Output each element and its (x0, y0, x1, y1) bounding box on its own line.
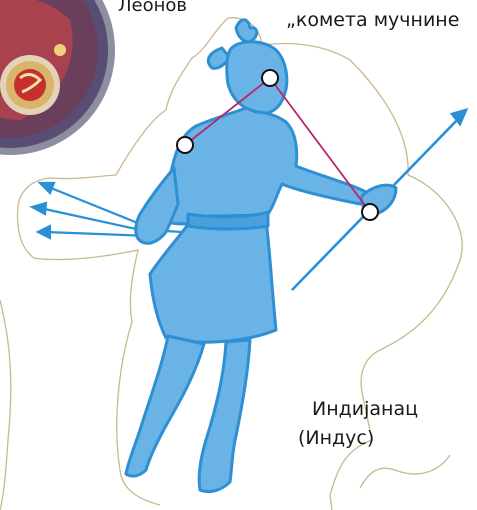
star-shoulder (177, 137, 193, 153)
constellation-name: Индијанац (312, 397, 418, 421)
cosmonaut-caption: Леонов (118, 0, 187, 18)
boundary-left-edge (0, 300, 11, 510)
soviet-emblem-badge-icon (0, 0, 115, 155)
constellation-latin-name: (Индус) (298, 426, 374, 450)
star-hand (362, 204, 378, 220)
boundary-bottom-right (360, 455, 450, 488)
star-head (262, 70, 278, 86)
comet-caption: „комета мучнине (286, 8, 459, 32)
